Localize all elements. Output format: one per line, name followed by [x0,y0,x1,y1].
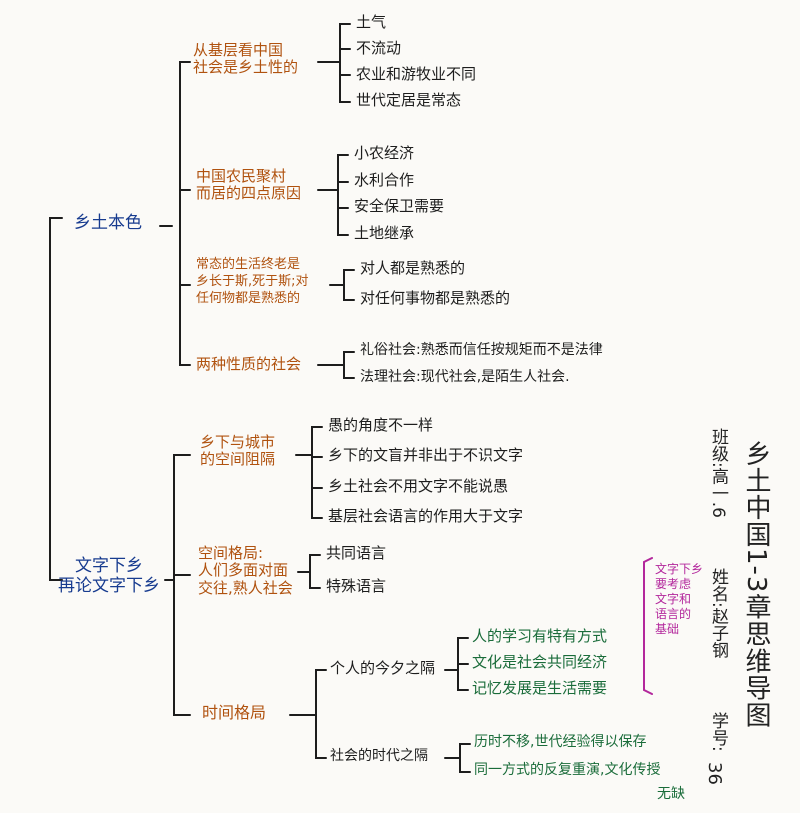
branch-5-line-1: 乡下与城市 [200,433,276,451]
side-note-line-3: 文字和 [655,592,692,606]
leaf-5-4: 基层社会语言的作用大于文字 [328,507,524,525]
leaf-5-2: 乡下的文盲并非出于不识文字 [328,446,524,464]
side-note-line-1: 文字下乡 [655,562,704,576]
branch-1-line-1: 从基层看中国 [193,41,284,59]
leaf-6-2: 特殊语言 [326,577,387,595]
side-note-line-5: 基础 [655,622,680,636]
branch-6-line-1: 空间格局: [198,544,264,562]
root-node-2: 文字下乡 再论文字下乡 [58,556,160,596]
leaf-2-3: 安全保卫需要 [354,197,445,215]
name-label: 姓名:赵子钢 [708,568,728,659]
branch-6-line-2: 人们多面对面 [198,561,289,580]
leaf-5-1: 愚的角度不一样 [328,416,434,434]
leaf-1-4: 世代定居是常态 [356,91,462,109]
leaf-7a-1: 人的学习有特有方式 [472,627,608,645]
class-label: 班级:高一.6 [708,428,728,518]
leaf-4-1: 礼俗社会:熟悉而信任按规矩而不是法律 [360,342,603,358]
side-note-line-2: 要考虑 [655,577,692,591]
leaf-3-2: 对任何事物都是熟悉的 [360,289,511,307]
leaf-7b-1: 历时不移,世代经验得以保存 [474,734,647,750]
branch-6-label: 空间格局: 人们多面对面 交往,熟人社会 [198,544,293,597]
branch-3-line-3: 任何物都是熟悉的 [196,290,301,306]
side-note-line-4: 语言的 [655,607,692,621]
branch-1-line-2: 社会是乡土性的 [193,58,299,77]
leaf-2-1: 小农经济 [354,144,415,162]
root-2-line-2: 再论文字下乡 [58,575,160,596]
leaf-1-1: 土气 [356,13,387,31]
branch-2-line-1: 中国农民聚村 [196,167,287,185]
leaf-6-1: 共同语言 [326,544,387,562]
branch-2-line-2: 而居的四点原因 [196,184,302,203]
leaf-7b-2: 同一方式的反复重演,文化传授 [474,762,661,778]
id-value: 36 [704,762,725,785]
branch-3-line-1: 常态的生活终老是 [196,257,301,272]
leaf-7a-2: 文化是社会共同经济 [472,653,608,671]
sub-node-2: 社会的时代之隔 [330,748,428,764]
page-title: 乡土中国1-3章思维导图 [741,440,771,729]
branch-5-line-2: 的空间阻隔 [200,450,276,469]
leaf-1-3: 农业和游牧业不同 [356,65,477,83]
leaf-7b-3: 无缺 [657,786,685,802]
sub-node-1: 个人的今夕之隔 [330,659,436,677]
leaf-2-4: 土地继承 [354,224,415,242]
side-note: 文字下乡 要考虑 文字和 语言的 基础 [655,562,703,637]
branch-2-label: 中国农民聚村 而居的四点原因 [196,167,302,203]
branch-3-label: 常态的生活终老是 乡长于斯,死于斯;对 任何物都是熟悉的 [196,257,309,308]
root-2-line-1: 文字下乡 [75,556,143,576]
branch-5-label: 乡下与城市 的空间阻隔 [200,433,276,469]
leaf-5-3: 乡土社会不用文字不能说愚 [328,477,509,495]
leaf-2-2: 水利合作 [354,171,415,189]
branch-3-line-2: 乡长于斯,死于斯;对 [196,273,309,289]
root-node-1: 乡土本色 [74,213,142,233]
id-label: 学号: [708,712,728,752]
branch-1-label: 从基层看中国 社会是乡土性的 [193,41,299,77]
branch-7-label: 时间格局 [202,703,267,722]
branch-6-line-3: 交往,熟人社会 [198,578,293,597]
branch-4-label: 两种性质的社会 [196,355,302,373]
leaf-3-1: 对人都是熟悉的 [360,259,466,277]
leaf-4-2: 法理社会:现代社会,是陌生人社会. [360,369,570,385]
leaf-7a-3: 记忆发展是生活需要 [472,679,608,697]
leaf-1-2: 不流动 [356,39,402,57]
